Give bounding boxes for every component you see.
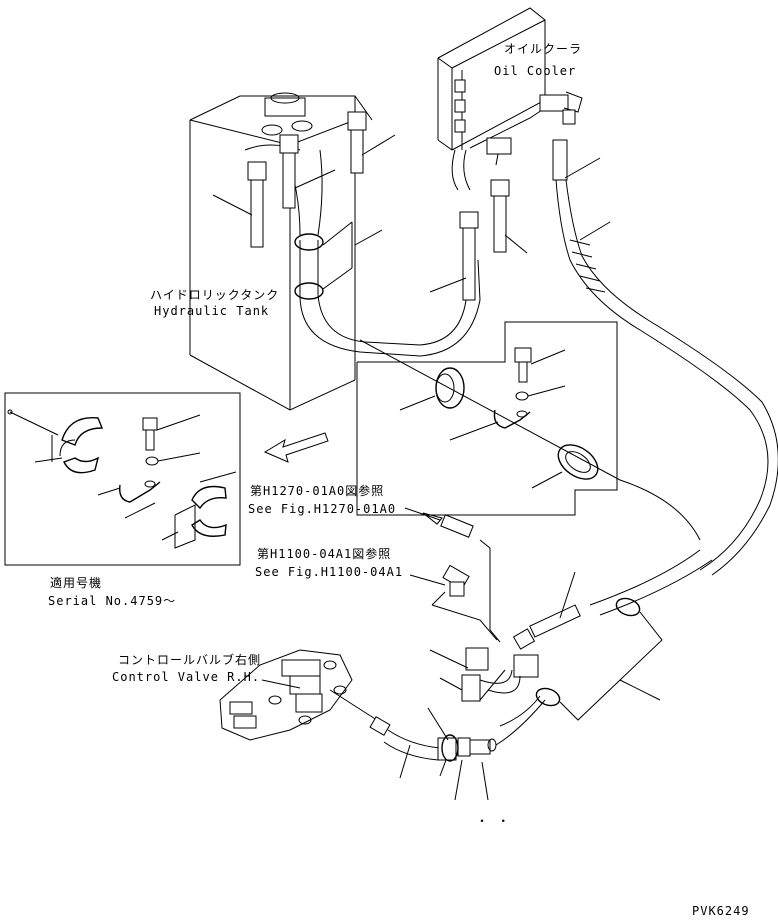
oil-cooler [437, 7, 583, 191]
reference-2-label-jp: 第H1100-04A1図参照 [257, 547, 392, 561]
reference-1-label-jp: 第H1270-01A0図参照 [250, 484, 385, 498]
return-hose [299, 259, 481, 357]
oil-cooler-label-en: Oil Cooler [494, 64, 577, 78]
reference-fittings [404, 507, 501, 643]
drawing-id: PVK6249 [692, 904, 750, 918]
serial-label-en: Serial No.4759～ [48, 594, 177, 608]
serial-label-jp: 適用号機 [50, 576, 103, 590]
oil-cooler-label-jp: オイルクーラ [504, 42, 583, 56]
junction-block [429, 571, 581, 702]
dot-mark: ・ ・ [476, 814, 511, 828]
hydraulic-tank-label-jp: ハイドロリックタンク [150, 288, 280, 302]
serial-variant-box [4, 392, 241, 566]
cooler-supply-hose [552, 139, 778, 576]
clamp-detail-box [356, 321, 701, 541]
direction-arrow [263, 432, 329, 463]
lower-hose-clamps [499, 549, 713, 727]
control-valve [219, 649, 353, 741]
reference-2-label-en: See Fig.H1100-04A1 [255, 565, 404, 579]
reference-1-label-en: See Fig.H1270-01A0 [248, 502, 397, 516]
cooler-bolts [429, 179, 528, 301]
control-valve-label-en: Control Valve R.H. [112, 670, 261, 684]
valve-hose [329, 689, 546, 801]
tank-bolts [212, 111, 396, 248]
tank-hose-clamps [294, 221, 383, 300]
control-valve-label-jp: コントロールバルブ右側 [118, 653, 262, 667]
hydraulic-tank-label-en: Hydraulic Tank [154, 304, 270, 318]
